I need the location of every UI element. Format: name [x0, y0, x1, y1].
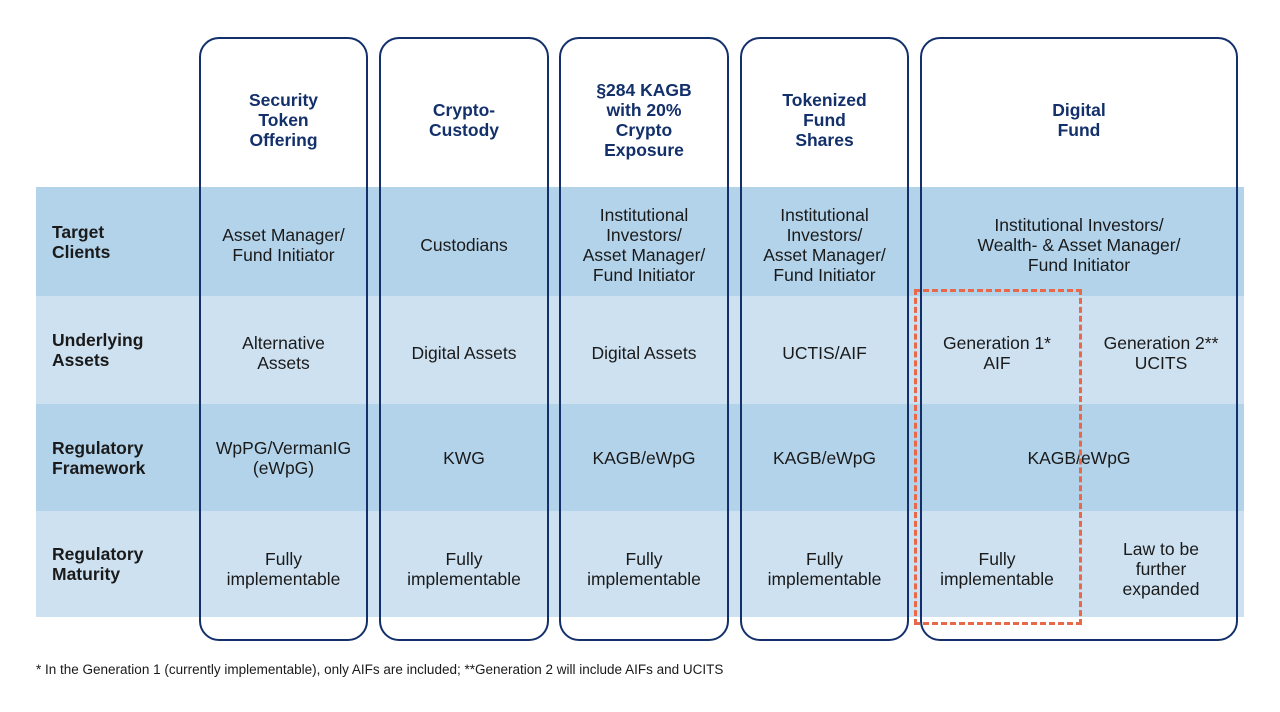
cell-underlying-assets-284-kagb: Digital Assets [591, 343, 697, 363]
cell-regulatory-maturity-tokenized-fund-shares: Fully implementable [767, 549, 882, 589]
column-frame-digital-fund [920, 37, 1238, 641]
row-label-target-clients: Target Clients [52, 221, 111, 262]
row-band-underlying-assets [36, 296, 1244, 404]
cell-target-clients-security-token-offering: Asset Manager/ Fund Initiator [222, 224, 345, 265]
cell-regulatory-maturity-284-kagb: Fully implementable [587, 549, 701, 589]
cell-regulatory-maturity-security-token-offering: Fully implementable [226, 549, 341, 589]
cell-target-clients-284-kagb: Institutional Investors/ Asset Manager/ … [582, 204, 706, 285]
cell-regulatory-maturity-digital-fund-gen1: Fully implementable [940, 549, 1054, 589]
row-label-regulatory-framework: Regulatory Framework [52, 437, 146, 478]
column-frame-284-kagb [559, 37, 729, 641]
cell-underlying-assets-security-token-offering: Alternative Assets [242, 333, 325, 373]
column-frame-tokenized-fund-shares [740, 37, 909, 641]
column-header-security-token-offering: Security Token Offering [248, 90, 319, 150]
cell-regulatory-maturity-digital-fund-gen2: Law to be further expanded [1122, 539, 1200, 599]
row-band-regulatory-maturity [36, 511, 1244, 617]
cell-underlying-assets-digital-fund-gen1: Generation 1* AIF [943, 333, 1051, 373]
row-band-regulatory-framework [36, 404, 1244, 511]
cell-underlying-assets-crypto-custody: Digital Assets [411, 343, 517, 363]
column-frame-crypto-custody [379, 37, 549, 641]
cell-target-clients-crypto-custody: Custodians [420, 234, 508, 255]
cell-regulatory-maturity-crypto-custody: Fully implementable [407, 549, 521, 589]
generation-1-highlight-box [914, 289, 1082, 625]
cell-underlying-assets-tokenized-fund-shares: UCTIS/AIF [782, 343, 867, 363]
column-frame-security-token-offering [199, 37, 368, 641]
cell-target-clients-digital-fund: Institutional Investors/ Wealth- & Asset… [977, 214, 1181, 275]
cell-regulatory-framework-security-token-offering: WpPG/VermanIG (eWpG) [215, 437, 352, 478]
footnote: * In the Generation 1 (currently impleme… [36, 662, 724, 677]
row-label-underlying-assets: Underlying Assets [52, 330, 144, 370]
row-band-target-clients [36, 187, 1244, 296]
column-header-crypto-custody: Crypto- Custody [429, 100, 499, 140]
cell-regulatory-framework-crypto-custody: KWG [443, 447, 485, 468]
cell-regulatory-framework-284-kagb: KAGB/eWpG [592, 447, 696, 468]
cell-target-clients-tokenized-fund-shares: Institutional Investors/ Asset Manager/ … [763, 204, 886, 285]
row-label-regulatory-maturity: Regulatory Maturity [52, 544, 144, 584]
column-header-tokenized-fund-shares: Tokenized Fund Shares [782, 90, 867, 150]
column-header-284-kagb: §284 KAGB with 20% Crypto Exposure [596, 80, 692, 160]
column-header-digital-fund: Digital Fund [1052, 100, 1106, 140]
cell-regulatory-framework-tokenized-fund-shares: KAGB/eWpG [772, 447, 877, 468]
cell-underlying-assets-digital-fund-gen2: Generation 2** UCITS [1103, 333, 1219, 373]
